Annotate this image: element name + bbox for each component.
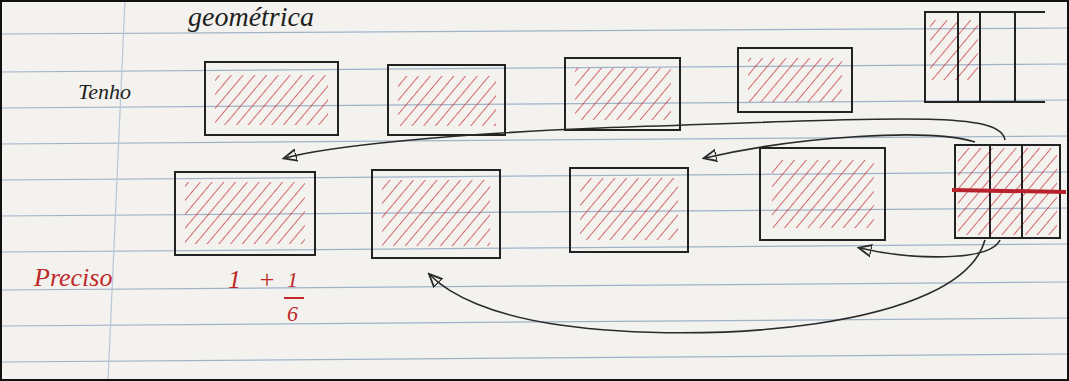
operator: + bbox=[258, 266, 276, 295]
page-heading: geométrica bbox=[188, 2, 314, 33]
fraction-numerator: 1 bbox=[287, 268, 298, 292]
top-row-rectangles bbox=[205, 12, 1045, 135]
row-label: Preciso bbox=[34, 264, 112, 293]
transfer-arrows bbox=[285, 119, 1005, 333]
fraction-bar bbox=[284, 297, 304, 299]
row-label: Tenho bbox=[78, 80, 131, 104]
number: 1 bbox=[228, 266, 241, 295]
notebook-lines bbox=[0, 28, 1069, 362]
fraction-denominator: 6 bbox=[287, 302, 298, 326]
margin-line bbox=[108, 0, 125, 381]
bottom-row-rectangles bbox=[175, 145, 1066, 258]
